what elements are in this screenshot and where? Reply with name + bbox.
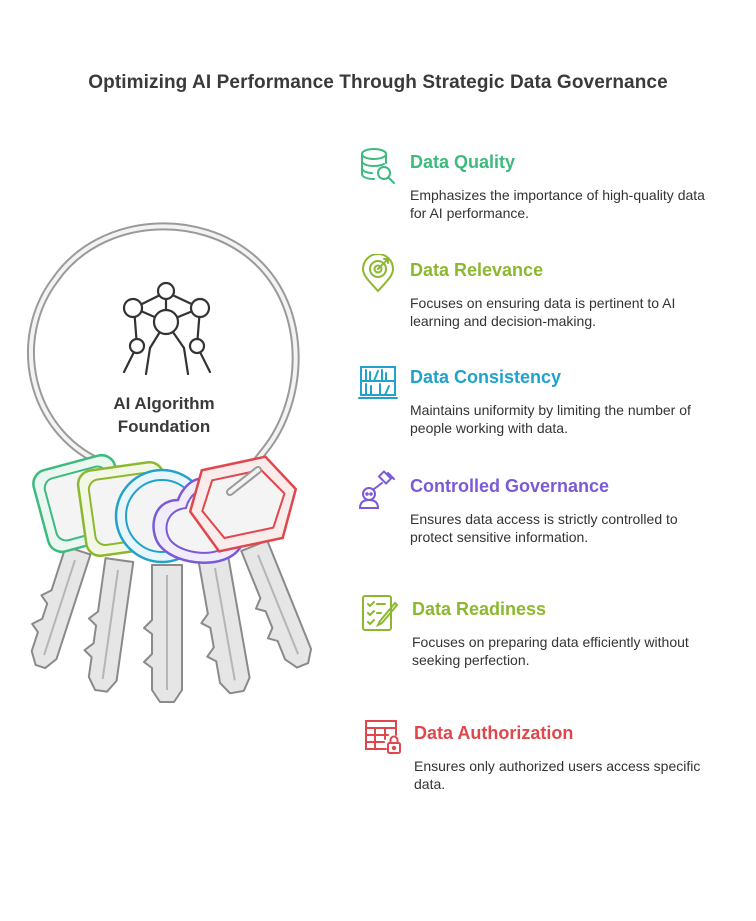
checklist-pencil-icon xyxy=(362,595,399,631)
item-description: Ensures data access is strictly controll… xyxy=(410,511,678,545)
target-pin-icon xyxy=(361,254,395,293)
hub-label-line1: AI Algorithm xyxy=(113,394,215,413)
page-title: Optimizing AI Performance Through Strate… xyxy=(88,72,668,93)
key-head-red xyxy=(188,455,298,553)
item-description: Focuses on ensuring data is pertinent to… xyxy=(410,295,676,329)
table-lock-icon xyxy=(365,720,401,754)
bookshelf-icon xyxy=(358,366,398,399)
atom-network-icon xyxy=(122,281,212,376)
judge-gavel-icon xyxy=(358,470,395,509)
hub-label: AI Algorithm Foundation xyxy=(84,392,244,438)
item-description: Focuses on preparing data efficiently wi… xyxy=(412,634,689,668)
item-description: Ensures only authorized users access spe… xyxy=(414,758,701,792)
item-heading: Data Relevance xyxy=(410,260,544,280)
item-heading: Data Authorization xyxy=(414,723,574,743)
item-description: Emphasizes the importance of high-qualit… xyxy=(410,187,705,221)
key-ring xyxy=(27,222,300,492)
item-heading: Controlled Governance xyxy=(410,476,610,496)
item-heading: Data Readiness xyxy=(412,599,547,619)
item-heading: Data Consistency xyxy=(410,367,562,387)
item-description: Maintains uniformity by limiting the num… xyxy=(410,402,691,436)
key-blades xyxy=(30,539,313,703)
item-heading: Data Quality xyxy=(410,152,516,172)
keyring-illustration xyxy=(27,222,313,703)
database-search-icon xyxy=(361,148,395,184)
hub-label-line2: Foundation xyxy=(117,417,211,436)
